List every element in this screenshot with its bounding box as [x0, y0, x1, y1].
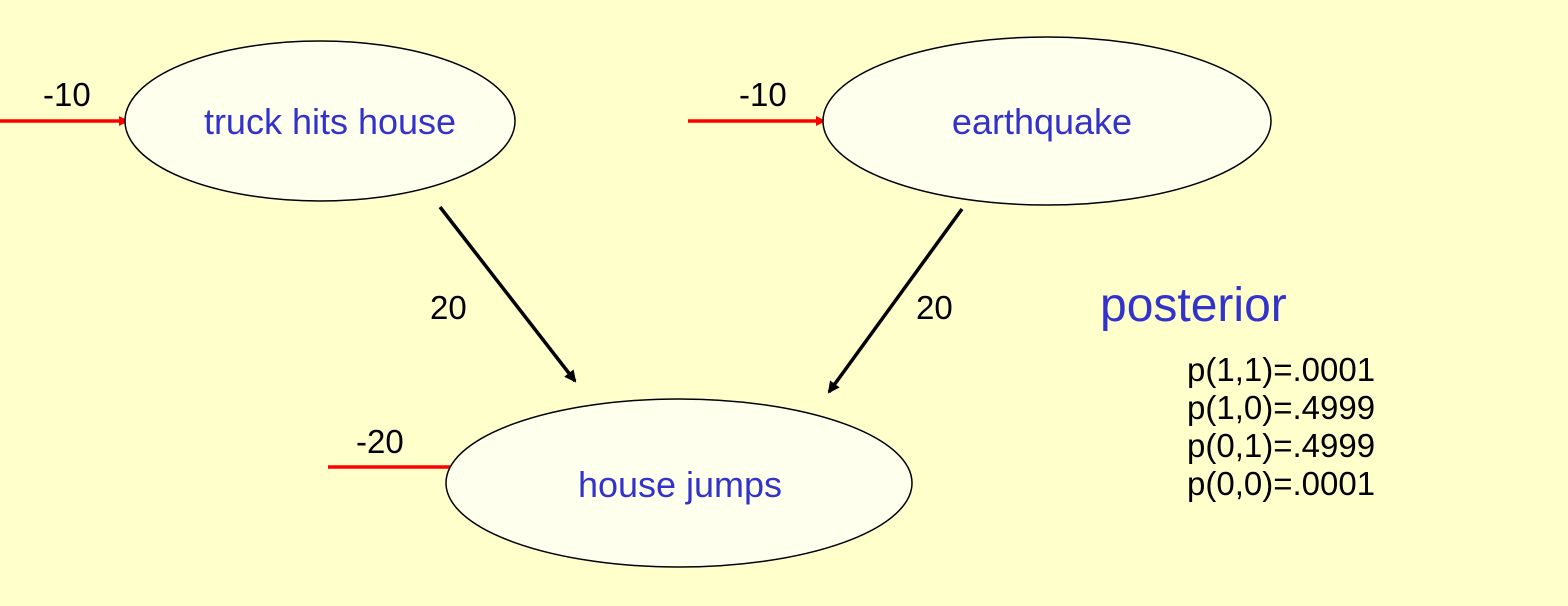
posterior-title: posterior — [1100, 279, 1287, 332]
posterior-list: p(1,1)=.0001 p(1,0)=.4999 p(0,1)=.4999 p… — [1187, 351, 1375, 503]
node-earthquake — [822, 36, 1272, 206]
posterior-entry: p(0,0)=.0001 — [1187, 465, 1376, 502]
node-label-truck: truck hits house — [203, 101, 457, 142]
node-label-house-jumps: house jumps — [577, 464, 783, 505]
edge-weight-truck-to-house: 20 — [430, 289, 467, 326]
edge-arrow-earthquake-to-house — [827, 207, 964, 394]
node-label-earthquake: earthquake — [951, 101, 1133, 142]
node-truck-hits-house — [124, 40, 516, 202]
edge-weight-earthquake-to-house: 20 — [916, 289, 953, 326]
edge-arrow-truck-to-house — [438, 205, 577, 383]
posterior-entry: p(0,1)=.4999 — [1187, 427, 1376, 464]
node-house-jumps — [445, 398, 913, 568]
bias-label-earthquake: -10 — [739, 76, 787, 113]
bias-label-truck: -10 — [43, 76, 91, 113]
bias-label-house: -20 — [356, 423, 404, 460]
posterior-entry: p(1,0)=.4999 — [1187, 389, 1376, 426]
posterior-entry: p(1,1)=.0001 — [1187, 351, 1376, 388]
